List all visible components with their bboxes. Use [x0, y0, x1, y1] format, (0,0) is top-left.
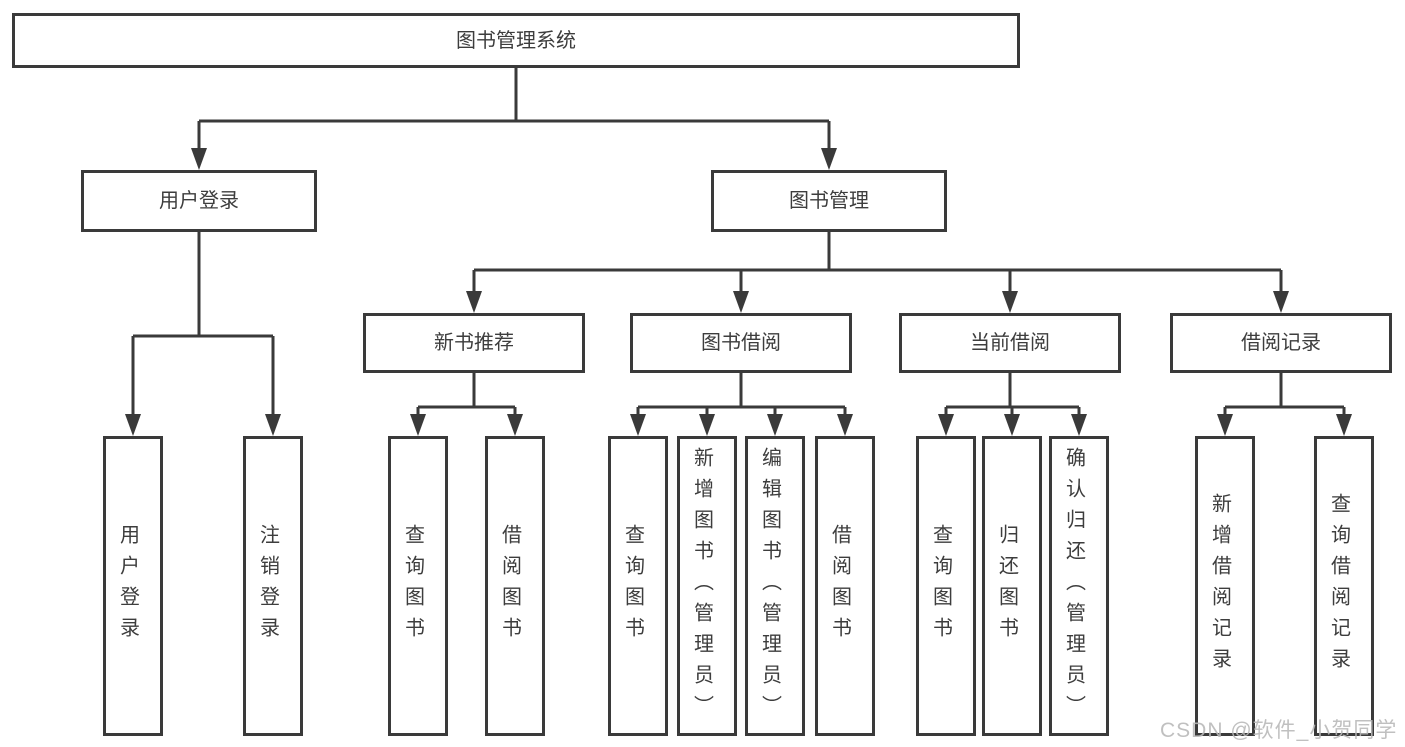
- leaf-add-book-admin: 新增图书（管理员）: [677, 436, 737, 736]
- leaf-query-book-1-label: 查询图书: [401, 524, 424, 648]
- leaf-logout-label: 注销登录: [256, 524, 279, 648]
- node-user-login-label: 用户登录: [159, 190, 239, 212]
- leaf-query-book-2-label: 查询图书: [621, 524, 644, 648]
- node-current-borrow: 当前借阅: [899, 313, 1121, 373]
- node-root-system: 图书管理系统: [12, 13, 1020, 68]
- leaf-borrow-book-2: 借阅图书: [815, 436, 875, 736]
- leaf-query-borrow-record: 查询借阅记录: [1314, 436, 1374, 736]
- leaf-add-book-admin-label: 新增图书（管理员）: [690, 446, 713, 726]
- leaf-return-book: 归还图书: [982, 436, 1042, 736]
- leaf-query-book-3: 查询图书: [916, 436, 976, 736]
- node-borrow-records-label: 借阅记录: [1241, 332, 1321, 354]
- leaf-borrow-book-2-label: 借阅图书: [828, 524, 851, 648]
- node-book-borrow-label: 图书借阅: [701, 332, 781, 354]
- leaf-borrow-book-1-label: 借阅图书: [498, 524, 521, 648]
- leaf-query-borrow-record-label: 查询借阅记录: [1327, 493, 1350, 679]
- arrowheads: [125, 148, 1352, 436]
- leaf-confirm-return-admin-label: 确认归还（管理员）: [1062, 446, 1085, 726]
- leaf-add-borrow-record: 新增借阅记录: [1195, 436, 1255, 736]
- leaf-add-borrow-record-label: 新增借阅记录: [1208, 493, 1231, 679]
- node-new-book-recommend: 新书推荐: [363, 313, 585, 373]
- leaf-query-book-2: 查询图书: [608, 436, 668, 736]
- csdn-watermark: CSDN @软件_小贺同学: [1160, 719, 1398, 742]
- leaf-logout: 注销登录: [243, 436, 303, 736]
- leaf-confirm-return-admin: 确认归还（管理员）: [1049, 436, 1109, 736]
- node-book-management-label: 图书管理: [789, 190, 869, 212]
- leaf-borrow-book-1: 借阅图书: [485, 436, 545, 736]
- leaf-edit-book-admin-label: 编辑图书（管理员）: [758, 446, 781, 726]
- leaf-user-login-label: 用户登录: [116, 524, 139, 648]
- leaf-query-book-3-label: 查询图书: [929, 524, 952, 648]
- leaf-user-login: 用户登录: [103, 436, 163, 736]
- node-new-book-recommend-label: 新书推荐: [434, 332, 514, 354]
- leaf-query-book-1: 查询图书: [388, 436, 448, 736]
- node-user-login: 用户登录: [81, 170, 317, 232]
- node-borrow-records: 借阅记录: [1170, 313, 1392, 373]
- node-book-management: 图书管理: [711, 170, 947, 232]
- leaf-edit-book-admin: 编辑图书（管理员）: [745, 436, 805, 736]
- node-book-borrow: 图书借阅: [630, 313, 852, 373]
- node-root-label: 图书管理系统: [456, 29, 576, 52]
- node-current-borrow-label: 当前借阅: [970, 332, 1050, 354]
- leaf-return-book-label: 归还图书: [995, 524, 1018, 648]
